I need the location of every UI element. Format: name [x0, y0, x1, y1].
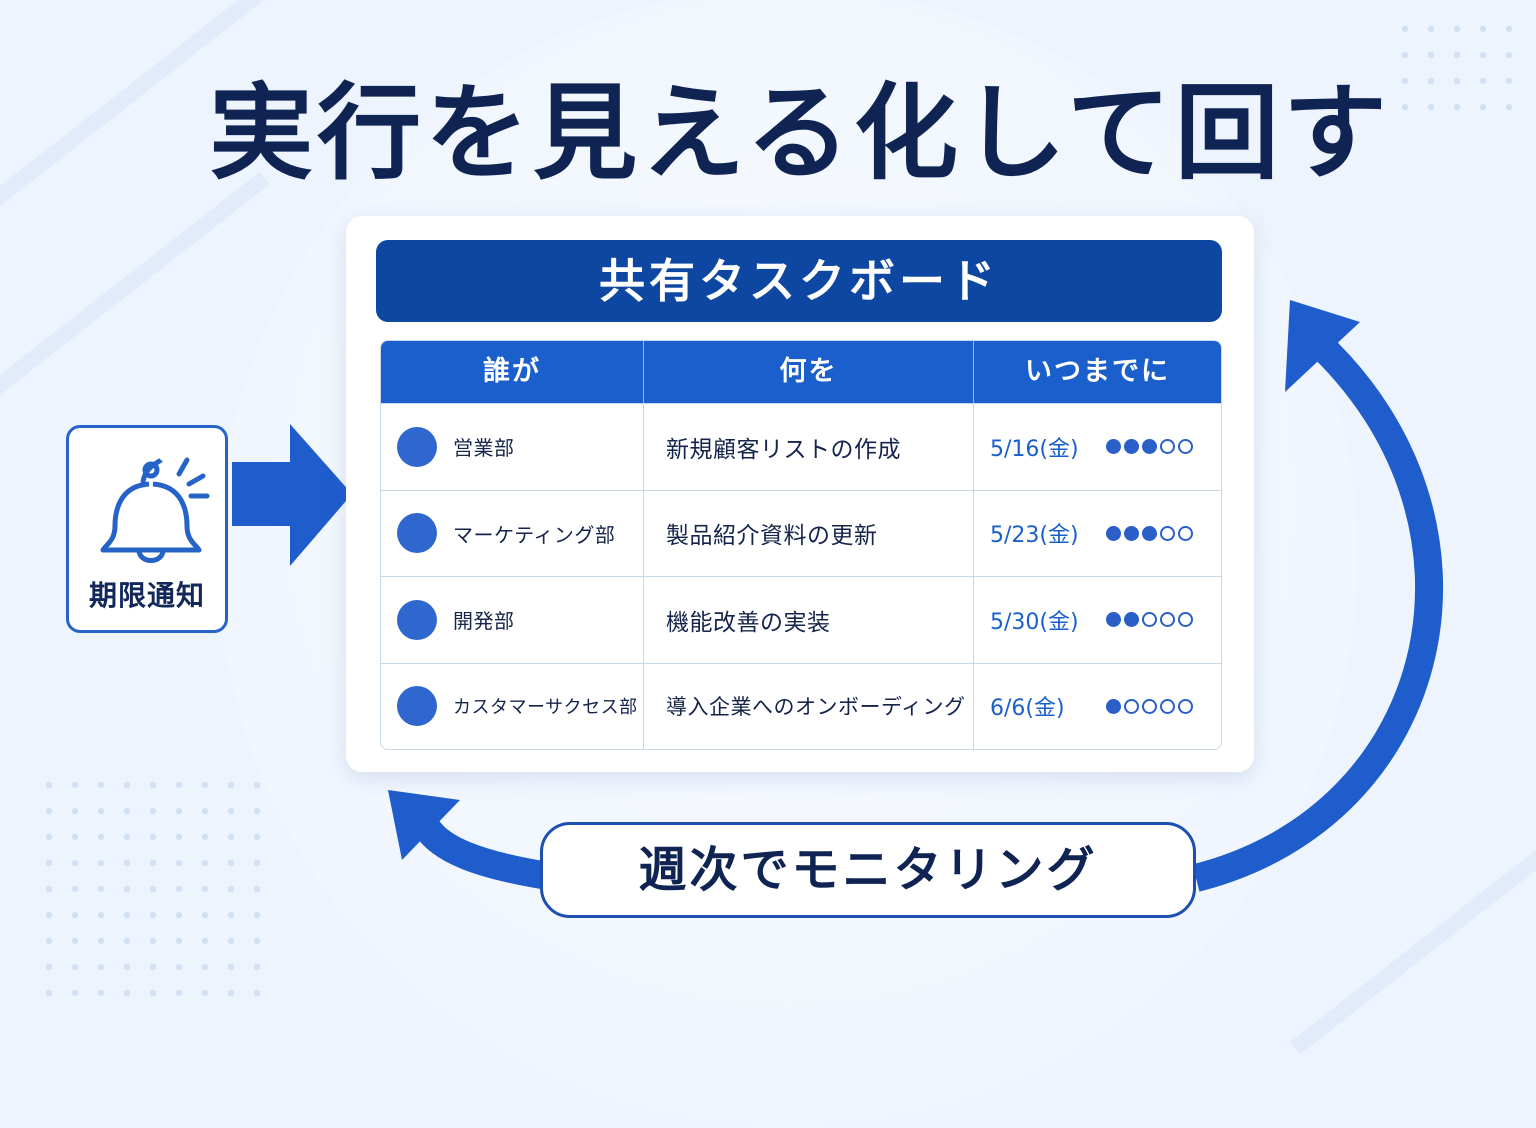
progress-dots — [1106, 698, 1193, 714]
progress-dot-empty — [1124, 698, 1139, 714]
due-cell: 6/6(金) — [974, 664, 1221, 750]
board-title: 共有タスクボード — [376, 240, 1222, 322]
progress-dot-filled — [1124, 525, 1139, 541]
deadline-alert: 期限通知 — [66, 425, 228, 633]
due-cell: 5/16(金) — [974, 404, 1221, 490]
task-cell: 製品紹介資料の更新 — [644, 490, 974, 576]
due-cell: 5/23(金) — [974, 491, 1221, 577]
due-date: 6/6(金) — [990, 696, 1065, 722]
table-header: 誰が 何を いつまでに — [381, 341, 1221, 403]
due-date: 5/30(金) — [990, 609, 1079, 635]
task-board: 共有タスクボード 誰が 何を いつまでに 営業部 新規顧客リストの作成 5/16… — [346, 216, 1254, 772]
progress-dot-filled — [1106, 439, 1121, 455]
progress-dot-empty — [1160, 698, 1175, 714]
bell-icon — [100, 457, 210, 563]
progress-dot-filled — [1124, 612, 1139, 628]
page-title: 実行を見える化して回す — [209, 72, 1391, 194]
notify-arrow — [232, 424, 352, 566]
cycle-arrow-right — [1192, 329, 1443, 892]
column-header-what: 何を — [644, 341, 974, 403]
progress-dot-filled — [1142, 525, 1157, 541]
table-row: マーケティング部 製品紹介資料の更新 5/23(金) — [381, 489, 1221, 577]
progress-dot-empty — [1160, 612, 1175, 628]
dept-cell: 営業部 — [381, 404, 644, 490]
task-cell: 機能改善の実装 — [644, 577, 974, 663]
task-cell: 導入企業へのオンボーディング — [644, 663, 974, 749]
progress-dot-filled — [1106, 698, 1121, 714]
cycle-arrowhead-left — [388, 790, 460, 860]
flow-arrows — [232, 300, 1443, 892]
table-row: 営業部 新規顧客リストの作成 5/16(金) — [381, 403, 1221, 490]
progress-dot-empty — [1178, 698, 1193, 714]
dept-cell: マーケティング部 — [381, 490, 644, 576]
cycle-arrow-left — [413, 818, 551, 890]
dept-cell: 開発部 — [381, 577, 644, 663]
background-dot-grid — [1392, 16, 1532, 116]
progress-dot-empty — [1178, 439, 1193, 455]
task-name: 製品紹介資料の更新 — [666, 523, 878, 550]
dept-name: マーケティング部 — [453, 522, 616, 547]
progress-dot-filled — [1142, 439, 1157, 455]
table-row: 開発部 機能改善の実装 5/30(金) — [381, 576, 1221, 663]
task-cell: 新規顧客リストの作成 — [644, 404, 974, 490]
table-row: カスタマーサクセス部 導入企業へのオンボーディング 6/6(金) — [381, 662, 1221, 750]
dept-name: 開発部 — [453, 609, 515, 634]
dept-cell: カスタマーサクセス部 — [381, 663, 644, 749]
progress-dot-empty — [1160, 525, 1175, 541]
progress-dot-empty — [1142, 698, 1157, 714]
dept-name: カスタマーサクセス部 — [453, 697, 638, 719]
column-header-when: いつまでに — [1025, 356, 1170, 387]
weekly-monitoring-label: 週次でモニタリング — [540, 822, 1196, 918]
progress-dot-empty — [1160, 439, 1175, 455]
progress-dot-empty — [1178, 612, 1193, 628]
progress-dot-filled — [1106, 612, 1121, 628]
progress-dots — [1106, 439, 1193, 455]
dept-avatar — [397, 426, 437, 467]
progress-dot-empty — [1142, 612, 1157, 628]
column-header-who: 誰が — [381, 341, 644, 403]
background-dot-grid — [36, 772, 270, 1012]
alert-label: 期限通知 — [88, 579, 205, 612]
due-cell: 5/30(金) — [974, 577, 1221, 663]
progress-dots — [1106, 612, 1193, 628]
dept-avatar — [397, 599, 437, 640]
progress-dot-filled — [1106, 525, 1121, 541]
task-name: 新規顧客リストの作成 — [666, 436, 901, 463]
dept-avatar — [397, 686, 437, 727]
dept-name: 営業部 — [453, 436, 515, 461]
progress-dots — [1106, 525, 1193, 541]
due-date: 5/16(金) — [990, 436, 1079, 462]
dept-avatar — [397, 513, 437, 554]
task-table: 誰が 何を いつまでに 営業部 新規顧客リストの作成 5/16(金) マーケティ… — [380, 340, 1222, 750]
progress-dot-filled — [1124, 439, 1139, 455]
due-date: 5/23(金) — [990, 523, 1079, 549]
cycle-arrowhead-top — [1285, 300, 1360, 392]
task-name: 機能改善の実装 — [666, 609, 831, 636]
progress-dot-empty — [1178, 525, 1193, 541]
task-name: 導入企業へのオンボーディング — [666, 695, 966, 720]
